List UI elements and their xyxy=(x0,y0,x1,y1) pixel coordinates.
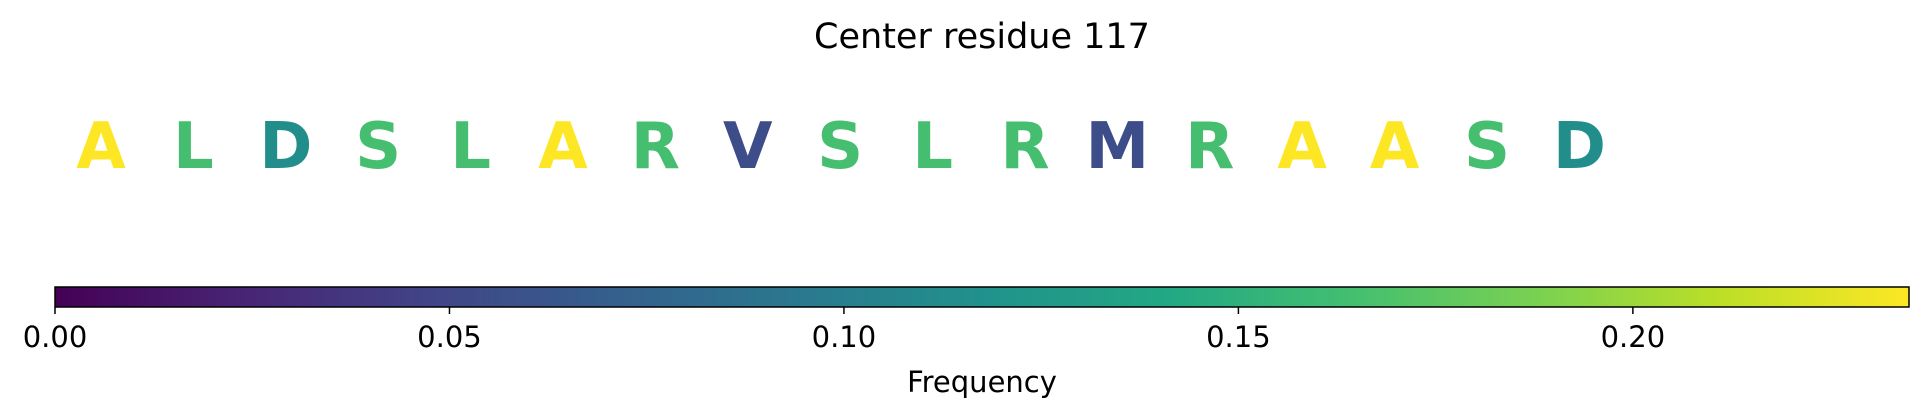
residue-letter: S xyxy=(355,110,401,184)
residue-letter: R xyxy=(631,110,680,184)
residue-letter: M xyxy=(1086,110,1150,184)
residue-letter: A xyxy=(1370,110,1420,184)
residue-letter: A xyxy=(76,110,126,184)
colorbar: 0.00 0.05 0.10 0.15 0.20 Frequency xyxy=(23,286,1910,399)
colorbar-tick-label: 0.00 xyxy=(23,320,88,354)
residue-letter: D xyxy=(259,110,312,184)
residue-letter: L xyxy=(173,110,214,184)
residue-letter: L xyxy=(912,110,953,184)
residue-letter: S xyxy=(1464,110,1510,184)
chart-title: Center residue 117 xyxy=(814,17,1150,57)
colorbar-tick-label: 0.10 xyxy=(812,320,877,354)
residue-letter: V xyxy=(723,110,773,184)
colorbar-tick-label: 0.15 xyxy=(1206,320,1271,354)
residue-letter: A xyxy=(1277,110,1327,184)
colorbar-ticks: 0.00 0.05 0.10 0.15 0.20 xyxy=(23,307,1665,354)
residue-letter: S xyxy=(817,110,863,184)
colorbar-tick-label: 0.05 xyxy=(417,320,482,354)
residue-letter: D xyxy=(1553,110,1606,184)
residue-letter: L xyxy=(450,110,491,184)
residue-letter: A xyxy=(538,110,588,184)
colorbar-gradient xyxy=(54,286,1910,308)
colorbar-label: Frequency xyxy=(907,365,1057,399)
residue-letter: R xyxy=(1000,110,1049,184)
colorbar-tick-label: 0.20 xyxy=(1601,320,1666,354)
residue-letter: R xyxy=(1185,110,1234,184)
